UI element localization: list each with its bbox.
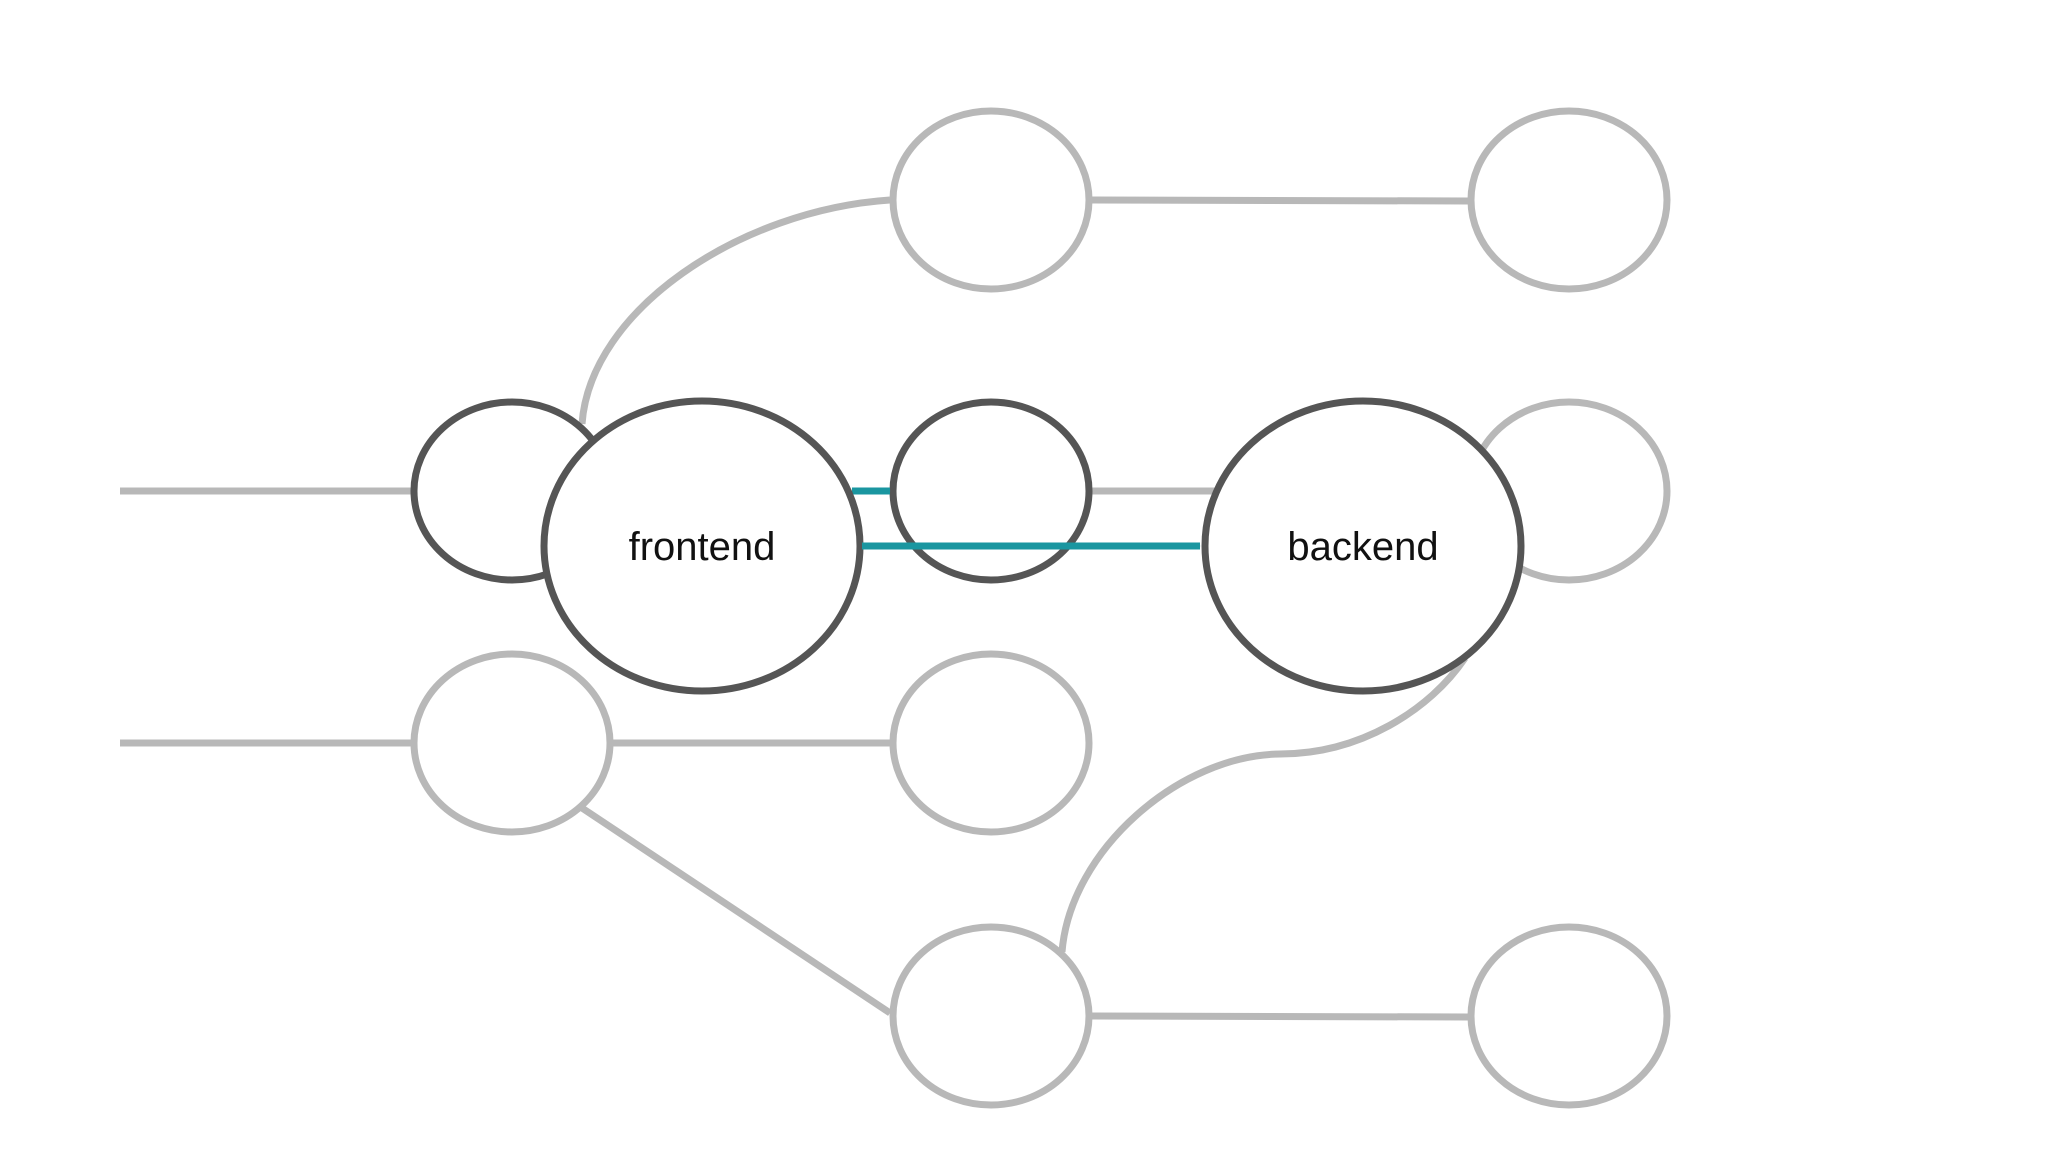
background-nodes: [410, 107, 1671, 1109]
edge-left-bottom-to-lower: [580, 805, 892, 1016]
background-edges: [120, 196, 1469, 1021]
node-mid-bottom: [889, 650, 1093, 836]
node-left-bottom: [410, 650, 614, 836]
node-backend-circle: [1201, 397, 1525, 695]
edge-lower-to-bottom-right: [1091, 1012, 1469, 1021]
edge-left-mid-to-top-mid: [578, 196, 891, 425]
node-backend[interactable]: backend: [1201, 397, 1525, 695]
node-backend-label: backend: [1287, 525, 1438, 569]
node-frontend-circle: [540, 397, 864, 695]
edge-top-mid-to-top-right: [1091, 196, 1469, 205]
node-bottom-right: [1467, 923, 1671, 1109]
node-frontend[interactable]: frontend: [540, 397, 864, 695]
node-top-right: [1467, 107, 1671, 293]
node-top-mid: [889, 107, 1093, 293]
node-lower-mid: [889, 923, 1093, 1109]
node-frontend-label: frontend: [629, 525, 776, 569]
node-center-mid: [889, 398, 1093, 584]
edge-lower-to-backend: [1058, 656, 1468, 953]
